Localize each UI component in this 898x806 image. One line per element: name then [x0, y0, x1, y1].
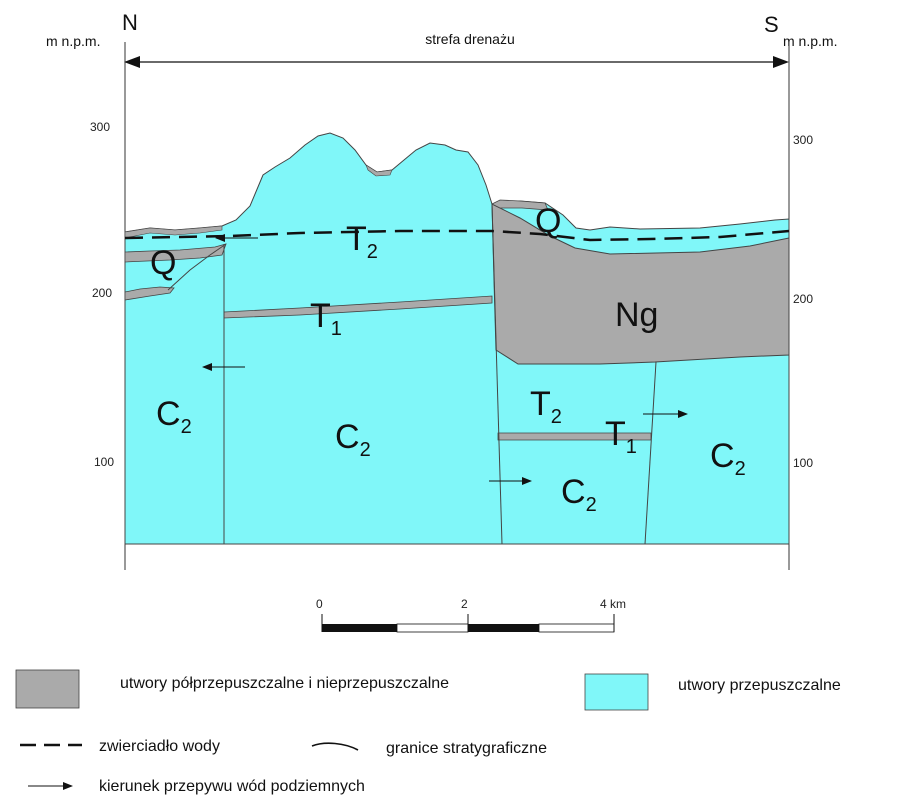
unit-left-label: m n.p.m. — [46, 33, 100, 49]
scale-seg-1 — [322, 624, 397, 632]
legend-permeable-label: utwory przepuszczalne — [678, 677, 841, 694]
legend-swatch-permeable — [584, 673, 649, 711]
label-t1-middle: T1 — [310, 297, 342, 340]
zone-arrow-right-icon — [773, 56, 789, 68]
q-north-lens — [124, 286, 175, 301]
scale-bar: 0 2 4 km — [316, 597, 626, 633]
right-tick-200: 200 — [793, 292, 813, 306]
legend-flow-label: kierunek przepywu wód podziemnych — [99, 778, 365, 795]
fault-south — [644, 361, 657, 545]
section-header: N S m n.p.m. m n.p.m. strefa drenażu — [46, 10, 837, 68]
t1-layer-middle — [223, 295, 493, 319]
right-tick-100: 100 — [793, 456, 813, 470]
fault-central — [491, 203, 503, 545]
hill-cap — [365, 164, 393, 177]
left-tick-100: 100 — [94, 455, 114, 469]
scale-seg-4 — [538, 623, 615, 633]
right-tick-300: 300 — [793, 133, 813, 147]
flow-arrows — [202, 234, 688, 485]
elevation-axes: 300 200 100 300 200 100 — [90, 42, 813, 570]
legend-boundary-icon — [311, 742, 359, 751]
ng-block — [491, 203, 790, 365]
unit-labels: Q Q T2 T1 Ng T2 T1 C2 C2 C2 C2 — [150, 202, 746, 516]
label-c2-north: C2 — [156, 395, 192, 438]
zone-arrow-left-icon — [124, 56, 140, 68]
scale-seg-3 — [468, 624, 539, 632]
zone-label: strefa drenażu — [425, 31, 515, 47]
scale-label-2: 2 — [461, 597, 468, 611]
permeable-body — [124, 132, 790, 545]
label-ng: Ng — [615, 296, 658, 334]
label-t1-south: T1 — [605, 415, 637, 458]
scale-label-0: 0 — [316, 597, 323, 611]
q-south-cap — [491, 199, 549, 211]
label-q-south: Q — [535, 202, 561, 240]
unit-right-label: m n.p.m. — [783, 33, 837, 49]
legend-impermeable-label: utwory półprzepuszczalne i nieprzepuszcz… — [120, 675, 449, 692]
label-t2-south: T2 — [530, 385, 562, 428]
label-c2-east: C2 — [710, 437, 746, 480]
water-table-line — [124, 229, 790, 242]
left-tick-300: 300 — [90, 120, 110, 134]
label-c2-south: C2 — [561, 473, 597, 516]
scale-seg-2 — [396, 623, 469, 633]
legend-water-table-label: zwierciadło wody — [99, 738, 220, 755]
legend-boundary-label: granice stratygraficzne — [386, 740, 547, 757]
geologic-section — [124, 132, 790, 545]
left-tick-200: 200 — [92, 286, 112, 300]
legend-swatch-impermeable — [15, 669, 80, 709]
scale-label-4: 4 km — [600, 597, 626, 611]
label-t2-upper: T2 — [346, 220, 378, 263]
north-label: N — [122, 10, 138, 35]
boundary-north-q — [167, 243, 227, 291]
label-q-north: Q — [150, 244, 176, 282]
south-label: S — [764, 12, 779, 37]
label-c2-middle: C2 — [335, 418, 371, 461]
legend: utwory półprzepuszczalne i nieprzepuszcz… — [15, 669, 841, 795]
north-surface-cap — [124, 225, 223, 239]
